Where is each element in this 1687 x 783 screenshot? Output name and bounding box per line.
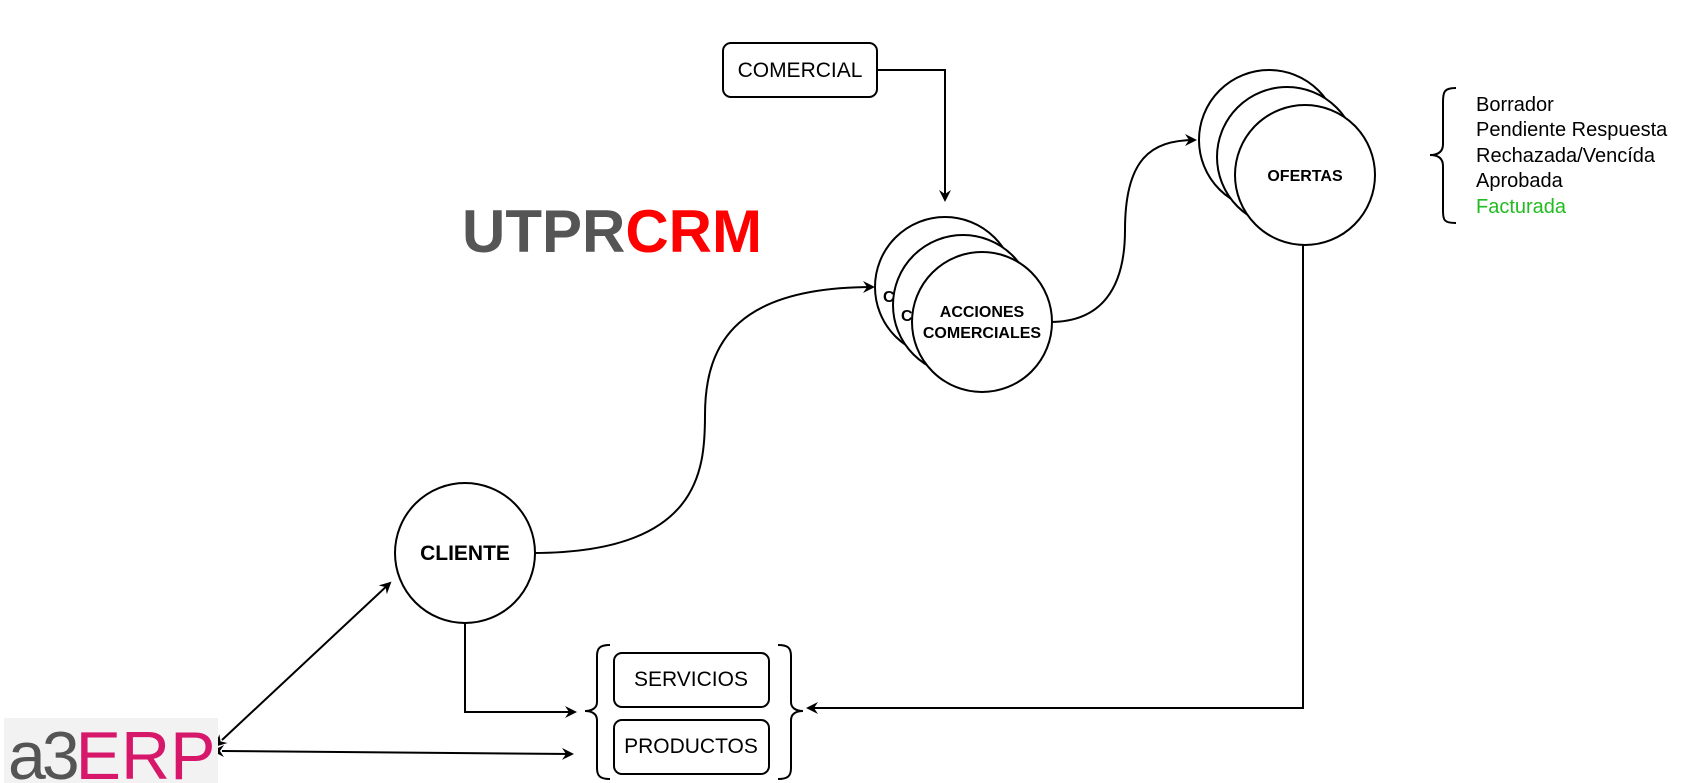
a3erp-logo: a3ERP: [4, 718, 218, 783]
catalog-group: SERVICIOS PRODUCTOS: [584, 644, 804, 780]
ofertas-label: OFERTAS: [1267, 168, 1343, 185]
acciones-back-label-2: C: [901, 308, 913, 325]
cliente-label: CLIENTE: [420, 542, 510, 565]
utprcrm-logo: UTPRCRM: [462, 198, 762, 265]
catalog-brace-right: [777, 644, 804, 780]
status-list-brace: [1429, 87, 1457, 224]
offer-status-list: Borrador Pendiente Respuesta Rechazada/V…: [1429, 87, 1668, 224]
acciones-back-label-1: C: [883, 289, 895, 306]
edge-cliente-to-acciones: [532, 281, 875, 554]
productos-label: PRODUCTOS: [624, 735, 758, 758]
edge-acciones-to-ofertas: [1049, 134, 1197, 323]
productos-node[interactable]: PRODUCTOS: [613, 719, 770, 775]
acciones-label-line2: COMERCIALES: [923, 325, 1042, 342]
edge-erp-to-catalog: [212, 745, 574, 760]
edge-comercial-to-acciones: [877, 69, 951, 202]
servicios-label: SERVICIOS: [634, 668, 748, 691]
cliente-node[interactable]: CLIENTE: [394, 482, 536, 624]
status-borrador: Borrador: [1476, 94, 1554, 116]
utprcrm-logo-part1: UTPR: [462, 198, 625, 265]
a3erp-logo-part2: ERP: [76, 718, 216, 783]
edge-ofertas-to-catalog: [806, 245, 1304, 714]
acciones-label-line1: ACCIONES: [940, 304, 1025, 321]
catalog-brace-left: [584, 644, 611, 780]
comercial-node[interactable]: COMERCIAL: [722, 42, 878, 98]
ofertas-node[interactable]: OFERTAS: [1198, 69, 1376, 246]
comercial-label: COMERCIAL: [738, 59, 863, 82]
status-aprobada: Aprobada: [1476, 170, 1564, 192]
edge-cliente-to-catalog: [464, 623, 577, 718]
utprcrm-logo-part2: CRM: [625, 198, 762, 265]
status-pendiente-respuesta: Pendiente Respuesta: [1476, 119, 1668, 141]
status-rechazada-vencida: Rechazada/Vencída: [1476, 145, 1656, 167]
acciones-comerciales-node[interactable]: C C ACCIONES COMERCIALES: [874, 216, 1053, 393]
a3erp-logo-part1: a3: [8, 718, 77, 783]
edge-erp-to-cliente: [214, 581, 392, 747]
servicios-node[interactable]: SERVICIOS: [613, 652, 770, 708]
status-facturada: Facturada: [1476, 196, 1567, 218]
svg-text:a3ERP: a3ERP: [8, 718, 215, 783]
